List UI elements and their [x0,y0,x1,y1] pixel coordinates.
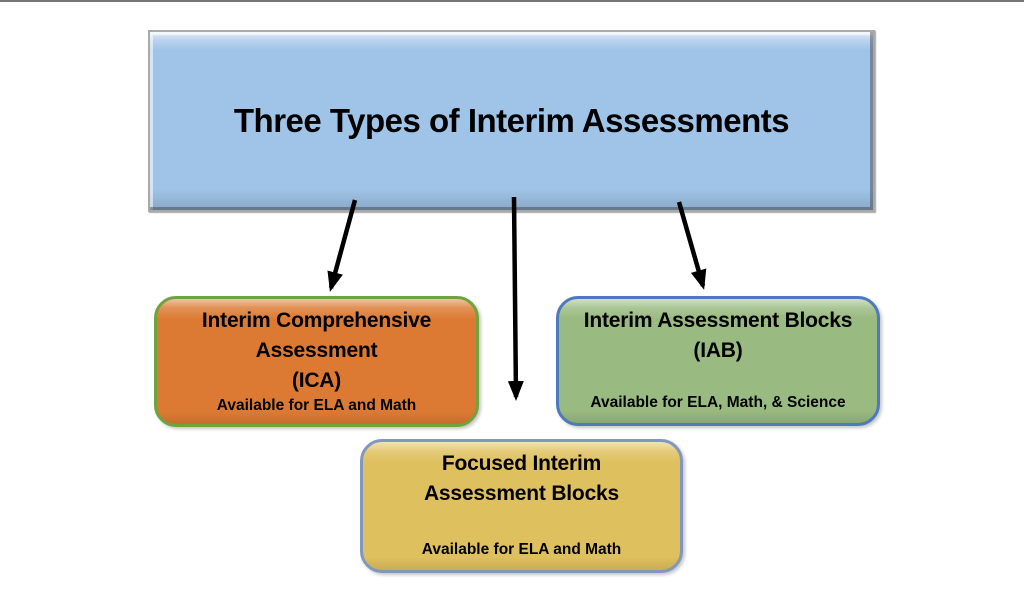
node-fiab-title: Focused Interim Assessment Blocks [424,449,619,509]
node-fiab-subtitle: Available for ELA and Math [421,541,622,558]
node-iab-title: Interim Assessment Blocks (IAB) [584,306,853,366]
node-iab: Interim Assessment Blocks (IAB) Availabl… [556,296,880,426]
node-title-line: (IAB) [693,339,743,362]
node-title-line: Assessment Blocks [423,482,620,505]
node-fiab: Focused Interim Assessment Blocks Availa… [360,439,683,573]
node-title-line: Interim Comprehensive [201,309,432,332]
node-title-line: Focused Interim [441,452,602,475]
node-ica-title: Interim Comprehensive Assessment (ICA) [202,306,431,396]
arrow-to-iab [676,201,707,290]
header-box: Three Types of Interim Assessments [148,30,875,212]
arrow-to-fiab [507,196,524,401]
node-title-line: (ICA) [291,369,342,392]
node-title-line: Interim Assessment Blocks [583,309,853,332]
node-ica: Interim Comprehensive Assessment (ICA) A… [154,296,479,427]
top-edge-line [0,0,1024,2]
node-iab-subtitle: Available for ELA, Math, & Science [590,394,846,411]
arrow-to-ica [327,199,358,292]
node-ica-subtitle: Available for ELA and Math [216,397,417,414]
diagram-title: Three Types of Interim Assessments [233,102,790,139]
node-title-line: Assessment [255,339,378,362]
